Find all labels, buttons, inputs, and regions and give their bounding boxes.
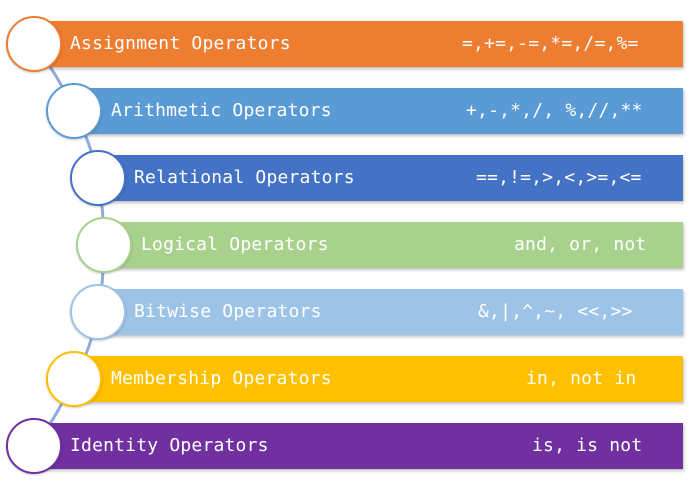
circle-node-relational: [70, 150, 126, 206]
bar-identity-operators: Identity Operators is, is not: [34, 423, 683, 469]
bar-operators: ==,!=,>,<,>=,<=: [476, 167, 642, 188]
circle-node-logical: [76, 217, 132, 273]
circle-node-identity: [6, 418, 62, 474]
bar-membership-operators: Membership Operators in, not in: [74, 356, 683, 402]
bar-label: Relational Operators: [134, 167, 355, 188]
circle-node-bitwise: [70, 284, 126, 340]
bar-label: Membership Operators: [111, 368, 332, 389]
circle-node-arithmetic: [46, 83, 102, 139]
bar-relational-operators: Relational Operators ==,!=,>,<,>=,<=: [98, 155, 683, 201]
bar-label: Assignment Operators: [70, 33, 291, 54]
bar-operators: is, is not: [532, 435, 643, 456]
bar-arithmetic-operators: Arithmetic Operators +,-,*,/, %,//,**: [74, 88, 683, 134]
bar-label: Bitwise Operators: [134, 301, 322, 322]
bar-label: Identity Operators: [70, 435, 269, 456]
bar-label: Arithmetic Operators: [111, 100, 332, 121]
bar-operators: =,+=,-=,*=,/=,%=: [462, 33, 639, 54]
bar-operators: and, or, not: [514, 234, 647, 255]
bar-bitwise-operators: Bitwise Operators &,|,^,~, <<,>>: [98, 289, 683, 335]
bar-operators: +,-,*,/, %,//,**: [466, 100, 643, 121]
circle-node-assignment: [6, 16, 62, 72]
circle-node-membership: [46, 351, 102, 407]
bar-label: Logical Operators: [141, 234, 329, 255]
bar-operators: in, not in: [526, 368, 637, 389]
bar-operators: &,|,^,~, <<,>>: [478, 301, 633, 322]
bar-assignment-operators: Assignment Operators =,+=,-=,*=,/=,%=: [34, 21, 683, 67]
bar-logical-operators: Logical Operators and, or, not: [104, 222, 683, 268]
